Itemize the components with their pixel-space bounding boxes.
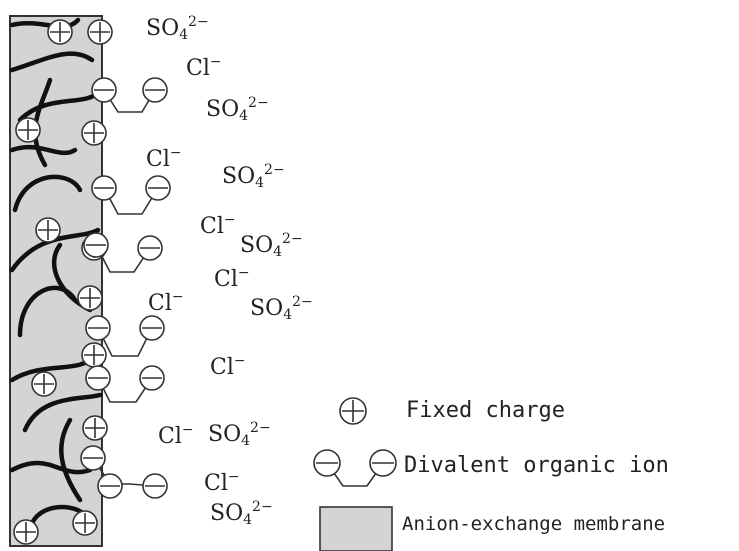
divalent-organic-ion-icon (85, 315, 165, 357)
fixed-charge-icon (47, 19, 73, 45)
chloride-label: Cl− (186, 54, 222, 81)
chloride-label: Cl− (146, 145, 182, 172)
fixed-charge-icon (81, 120, 107, 146)
sulfate-label: SO42− (250, 294, 313, 323)
fixed-charge-icon (81, 342, 107, 368)
fixed-charge-icon (77, 285, 103, 311)
divalent-organic-ions (80, 77, 171, 499)
divalent-organic-ion-icon (91, 77, 168, 113)
sulfate-label: SO42− (210, 499, 273, 528)
legend-membrane-label: Anion-exchange membrane (402, 513, 666, 535)
polymer-chains (9, 17, 103, 543)
legend-membrane-swatch (319, 506, 393, 551)
sulfate-label: SO42− (206, 95, 269, 124)
divalent-organic-ion-icon (80, 445, 168, 499)
polymer-chain (59, 417, 83, 503)
fixed-charge-icon (87, 19, 113, 45)
polymer-chain (12, 174, 83, 213)
chloride-label: Cl− (210, 353, 246, 380)
polymer-chain (9, 227, 101, 273)
chloride-label: Cl− (158, 422, 194, 449)
chloride-label: Cl− (200, 212, 236, 239)
chloride-label: Cl− (148, 289, 184, 316)
sulfate-label: SO42− (146, 14, 209, 43)
chloride-label: Cl− (214, 265, 250, 292)
fixed-charge-icon (35, 217, 61, 243)
sulfate-label: SO42− (208, 420, 271, 449)
polymer-chain (9, 144, 78, 156)
polymer-chain (9, 460, 93, 475)
polymer-chain (9, 51, 95, 73)
chloride-label: Cl− (204, 469, 240, 496)
sulfate-label: SO42− (222, 162, 285, 191)
polymer-chain (17, 92, 98, 123)
fixed-charge-icon (72, 510, 98, 536)
legend-divalent-organic-ion-icon (313, 449, 397, 487)
legend-divalent-organic-ion-label: Divalent organic ion (404, 453, 669, 478)
divalent-organic-ion-icon (83, 232, 163, 273)
legend-fixed-charge-label: Fixed charge (406, 398, 565, 423)
legend-symbols (313, 397, 397, 551)
sulfate-label: SO42− (240, 231, 303, 260)
legend-fixed-charge-icon (339, 397, 367, 425)
fixed-charge-icon (15, 117, 41, 143)
polymer-chain (22, 392, 103, 433)
fixed-charge-icon (13, 519, 39, 545)
divalent-organic-ion-icon (91, 175, 171, 215)
fixed-charge-icon (31, 371, 57, 397)
divalent-organic-ion-icon (85, 365, 165, 403)
fixed-charge-icon (82, 415, 108, 441)
